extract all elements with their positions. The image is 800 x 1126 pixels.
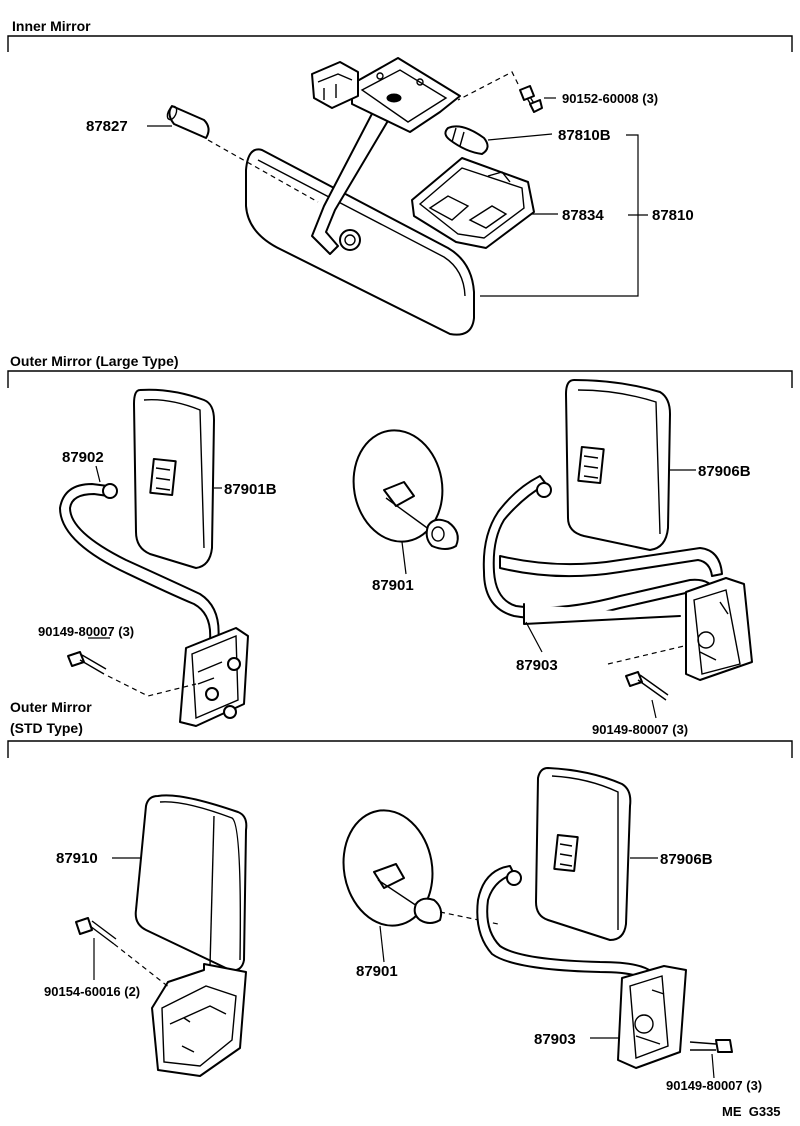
round-mirror-clamp-std [413,897,443,924]
label-87902: 87902 [62,449,104,466]
label-90149-left: 90149-80007 (3) [38,624,134,639]
outer-std-right-assembly: 87906B 87901 87903 90149-80007 (3) [342,767,762,1093]
stay-pivot [339,229,361,251]
mirror-head-87906b-large [565,379,671,551]
label-87827: 87827 [86,118,128,135]
label-87834: 87834 [562,207,604,224]
label-87910: 87910 [56,850,98,867]
bulb-87810b [444,125,489,155]
diagram-code: ME G335 [722,1104,781,1119]
label-87901-large: 87901 [372,577,414,594]
screw-90152 [519,85,543,113]
label-87901b: 87901B [224,481,277,498]
bolt-90154 [75,917,117,945]
label-87903-std: 87903 [534,1031,576,1048]
label-90149-right: 90149-80007 (3) [592,722,688,737]
outer-large-heading: Outer Mirror (Large Type) [10,353,179,369]
inner-mirror-heading: Inner Mirror [12,18,91,34]
inner-mirror-assembly: 87827 90152-60008 (3) 87810B 87834 87810 [86,57,694,336]
label-87901-std: 87901 [356,963,398,980]
pin-87827 [168,105,210,139]
base-std-left [151,963,247,1077]
label-90152: 90152-60008 (3) [562,91,658,106]
inner-mirror-section-frame: Inner Mirror [7,18,793,52]
outer-large-left-assembly: 87902 87901B 90149-80007 (3) [38,388,277,727]
inner-mirror-bracket [351,57,461,133]
bolt-90149-std [689,1039,733,1053]
label-87810: 87810 [652,207,694,224]
round-mirror-clamp [425,518,459,550]
inner-mirror-stay [311,107,393,255]
label-90154: 90154-60016 (2) [44,984,140,999]
bolt-90149-left [67,651,107,675]
label-87903-large: 87903 [516,657,558,674]
label-87906b-large: 87906B [698,463,751,480]
base-bracket-large-right [685,577,753,681]
label-87810b: 87810B [558,127,611,144]
mirror-87910 [134,794,248,972]
lamp-housing-87834 [411,157,535,249]
outer-std-heading-line1: Outer Mirror [10,699,92,715]
outer-large-section-frame: Outer Mirror (Large Type) [7,353,793,388]
label-90149-std: 90149-80007 (3) [666,1078,762,1093]
outer-std-heading-line2: (STD Type) [10,720,83,736]
bolt-90149-right [625,671,669,701]
mirror-head-87906b-std [535,767,632,941]
label-87906b-std: 87906B [660,851,713,868]
outer-std-section-frame: Outer Mirror (STD Type) [7,699,793,758]
outer-large-right-assembly: 87901 87906B 87903 90149-80007 (3) [352,379,753,737]
outer-std-left-assembly: 87910 90154-60016 (2) [44,794,248,1077]
